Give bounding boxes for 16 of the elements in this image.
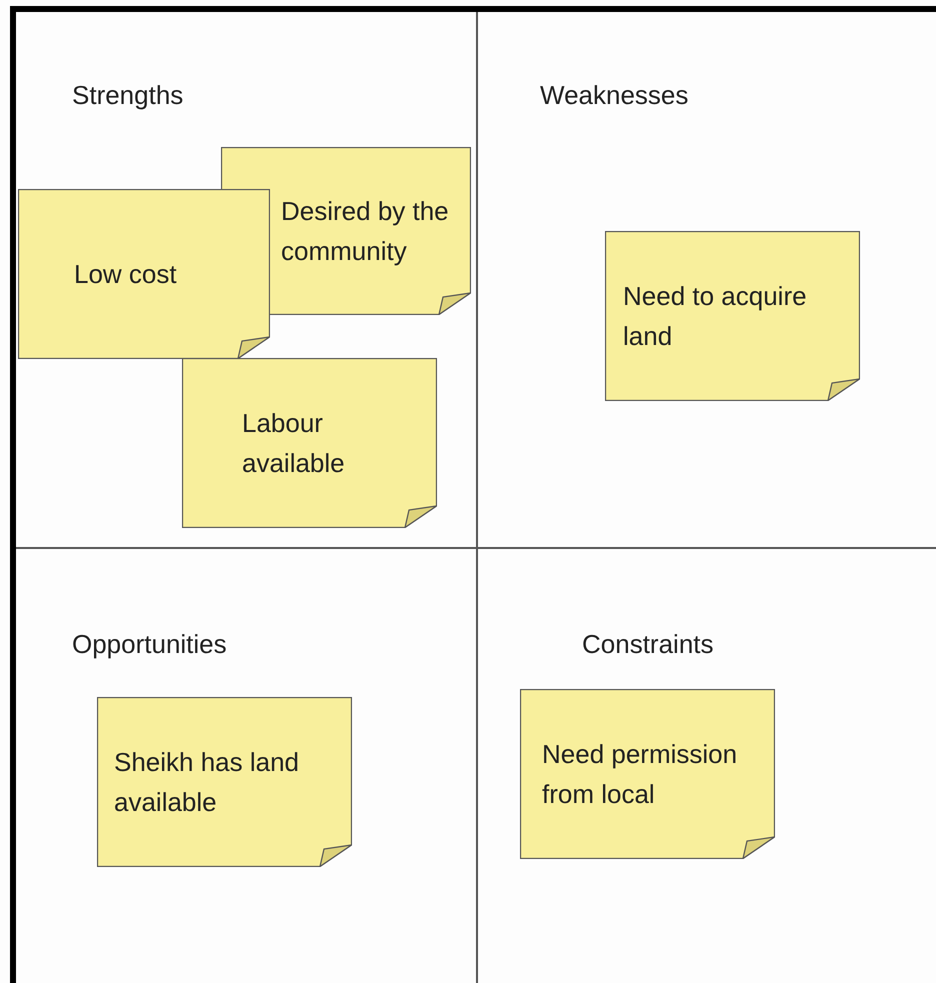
note-text: Need to acquire land <box>623 280 808 353</box>
sticky-note <box>18 189 270 359</box>
sticky-note <box>182 358 437 528</box>
note-text: Labour available <box>242 407 346 480</box>
quadrant-heading: Weaknesses <box>540 80 688 111</box>
note-text: Desired by the community <box>281 195 450 268</box>
note-text: Sheikh has land available <box>114 746 300 819</box>
quadrant-heading: Opportunities <box>72 629 227 660</box>
quadrant-heading: Constraints <box>582 629 714 660</box>
note-text: Low cost <box>74 258 177 291</box>
sticky-note <box>97 697 352 867</box>
sticky-note <box>520 689 775 859</box>
quadrant-heading: Strengths <box>72 80 184 111</box>
sticky-note <box>605 231 860 401</box>
note-text: Need permission from local <box>542 738 738 811</box>
quadrant-panel <box>16 12 478 549</box>
